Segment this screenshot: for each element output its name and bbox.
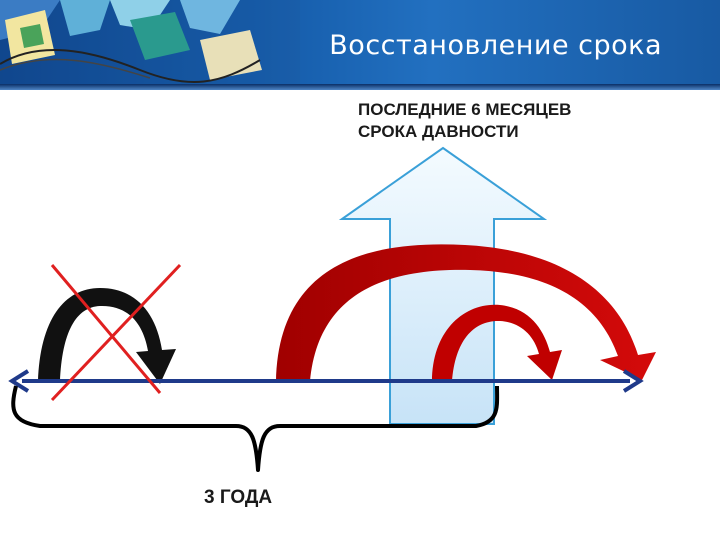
black-arc (38, 288, 176, 384)
header-divider (0, 84, 720, 90)
last-months-line2: СРОКА ДАВНОСТИ (358, 122, 519, 141)
up-arrow (338, 146, 548, 425)
cross-mark (50, 263, 182, 402)
slide-title: Восстановление срока (329, 30, 662, 61)
last-months-label: ПОСЛЕДНИЕ 6 МЕСЯЦЕВ СРОКА ДАВНОСТИ (358, 99, 571, 143)
curly-brace (11, 385, 500, 472)
red-arc-small (432, 304, 562, 382)
last-months-line1: ПОСЛЕДНИЕ 6 МЕСЯЦЕВ (358, 100, 572, 119)
period-label: 3 ГОДА (204, 487, 273, 508)
red-arc-large (276, 244, 656, 382)
slide-header: Восстановление срока (0, 0, 720, 84)
header-decoration (0, 0, 300, 84)
timeline-arrow (8, 369, 644, 393)
